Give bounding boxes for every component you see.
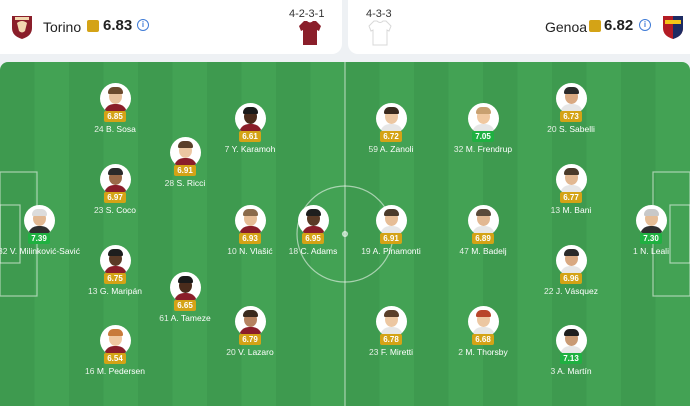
player-avatar	[170, 137, 201, 168]
player-name: 16 M. Pedersen	[84, 366, 146, 376]
player-rating-badge: 7.39	[28, 233, 50, 244]
player-avatar	[170, 272, 201, 303]
player-name: 13 G. Maripán	[88, 286, 142, 296]
player-name: 13 M. Bani	[550, 205, 592, 215]
home-team-rating: 6.83	[103, 17, 133, 34]
player-avatar	[235, 306, 266, 337]
player-avatar	[556, 245, 587, 276]
player-rating-badge: 6.91	[380, 233, 402, 244]
player-rating-badge: 6.72	[380, 131, 402, 142]
player-name: 23 S. Coco	[93, 205, 137, 215]
player-name: 32 M. Frendrup	[453, 144, 513, 154]
info-icon[interactable]: i	[639, 19, 651, 31]
player-rating-badge: 6.89	[472, 233, 494, 244]
home-jersey-icon	[299, 21, 321, 45]
player-avatar	[556, 164, 587, 195]
player-rating-badge: 7.30	[640, 233, 662, 244]
away-team-rating: 6.82	[604, 17, 634, 34]
away-formation: 4-3-3	[366, 8, 392, 20]
player-avatar	[100, 245, 131, 276]
player-avatar	[235, 103, 266, 134]
player-rating-badge: 7.05	[472, 131, 494, 142]
player-name: 20 V. Lazaro	[226, 347, 274, 357]
player-rating-badge: 6.93	[239, 233, 261, 244]
player-rating-badge: 6.65	[174, 300, 196, 311]
player-name: 20 S. Sabelli	[547, 124, 595, 134]
player-name: 61 A. Tameze	[159, 313, 211, 323]
player-avatar	[100, 325, 131, 356]
player-rating-badge: 6.96	[560, 273, 582, 284]
player-avatar	[468, 306, 499, 337]
player-name: 28 S. Ricci	[164, 178, 206, 188]
player-rating-badge: 7.13	[560, 353, 582, 364]
player-rating-badge: 6.75	[104, 273, 126, 284]
player-name: 1 N. Leali	[633, 246, 669, 256]
player-avatar	[100, 164, 131, 195]
player-rating-badge: 6.78	[380, 334, 402, 345]
home-formation: 4-2-3-1	[289, 8, 325, 20]
player-name: 2 M. Thorsby	[458, 347, 508, 357]
pitch: 7.39 32 V. Milinković-Savić 6.85 24 B. S…	[0, 62, 690, 406]
player-name: 19 A. Pinamonti	[361, 246, 421, 256]
player-rating-badge: 6.77	[560, 192, 582, 203]
player-avatar	[468, 205, 499, 236]
player-avatar	[100, 83, 131, 114]
away-jersey-icon	[368, 20, 392, 46]
player-rating-badge: 6.73	[560, 111, 582, 122]
player-avatar	[376, 306, 407, 337]
home-team-name[interactable]: Torino	[43, 19, 82, 35]
player-rating-badge: 6.68	[472, 334, 494, 345]
player-rating-badge: 6.97	[104, 192, 126, 203]
player-name: 3 A. Martín	[550, 366, 592, 376]
player-rating-badge: 6.61	[239, 131, 261, 142]
away-rating-marker	[589, 20, 601, 32]
player-avatar	[556, 325, 587, 356]
player-avatar	[556, 83, 587, 114]
player-rating-badge: 6.85	[104, 111, 126, 122]
player-rating-badge: 6.54	[104, 353, 126, 364]
player-rating-badge: 6.79	[239, 334, 261, 345]
away-team-name[interactable]: Genoa	[545, 19, 588, 35]
home-rating-marker	[87, 20, 99, 32]
player-rating-badge: 6.91	[174, 165, 196, 176]
player-avatar	[235, 205, 266, 236]
player-avatar	[376, 103, 407, 134]
player-avatar	[24, 205, 55, 236]
torino-crest-icon	[12, 16, 32, 39]
genoa-crest-icon	[663, 16, 683, 39]
home-team-header: Torino 6.83 i 4-2-3-1	[0, 0, 342, 54]
player-avatar	[298, 205, 329, 236]
player-name: 7 Y. Karamoh	[224, 144, 276, 154]
player-name: 24 B. Sosa	[94, 124, 136, 134]
player-name: 22 J. Vásquez	[544, 286, 598, 296]
player-name: 18 C. Adams	[288, 246, 338, 256]
player-avatar	[376, 205, 407, 236]
away-team-header: 4-3-3 Genoa 6.82 i	[348, 0, 690, 54]
info-icon[interactable]: i	[137, 19, 149, 31]
player-name: 59 A. Zanoli	[368, 144, 414, 154]
player-name: 32 V. Milinković-Savić	[0, 246, 80, 256]
player-avatar	[468, 103, 499, 134]
player-rating-badge: 6.95	[302, 233, 324, 244]
player-name: 23 F. Miretti	[369, 347, 413, 357]
player-name: 47 M. Badelj	[459, 246, 507, 256]
player-avatar	[636, 205, 667, 236]
player-name: 10 N. Vlašić	[227, 246, 273, 256]
